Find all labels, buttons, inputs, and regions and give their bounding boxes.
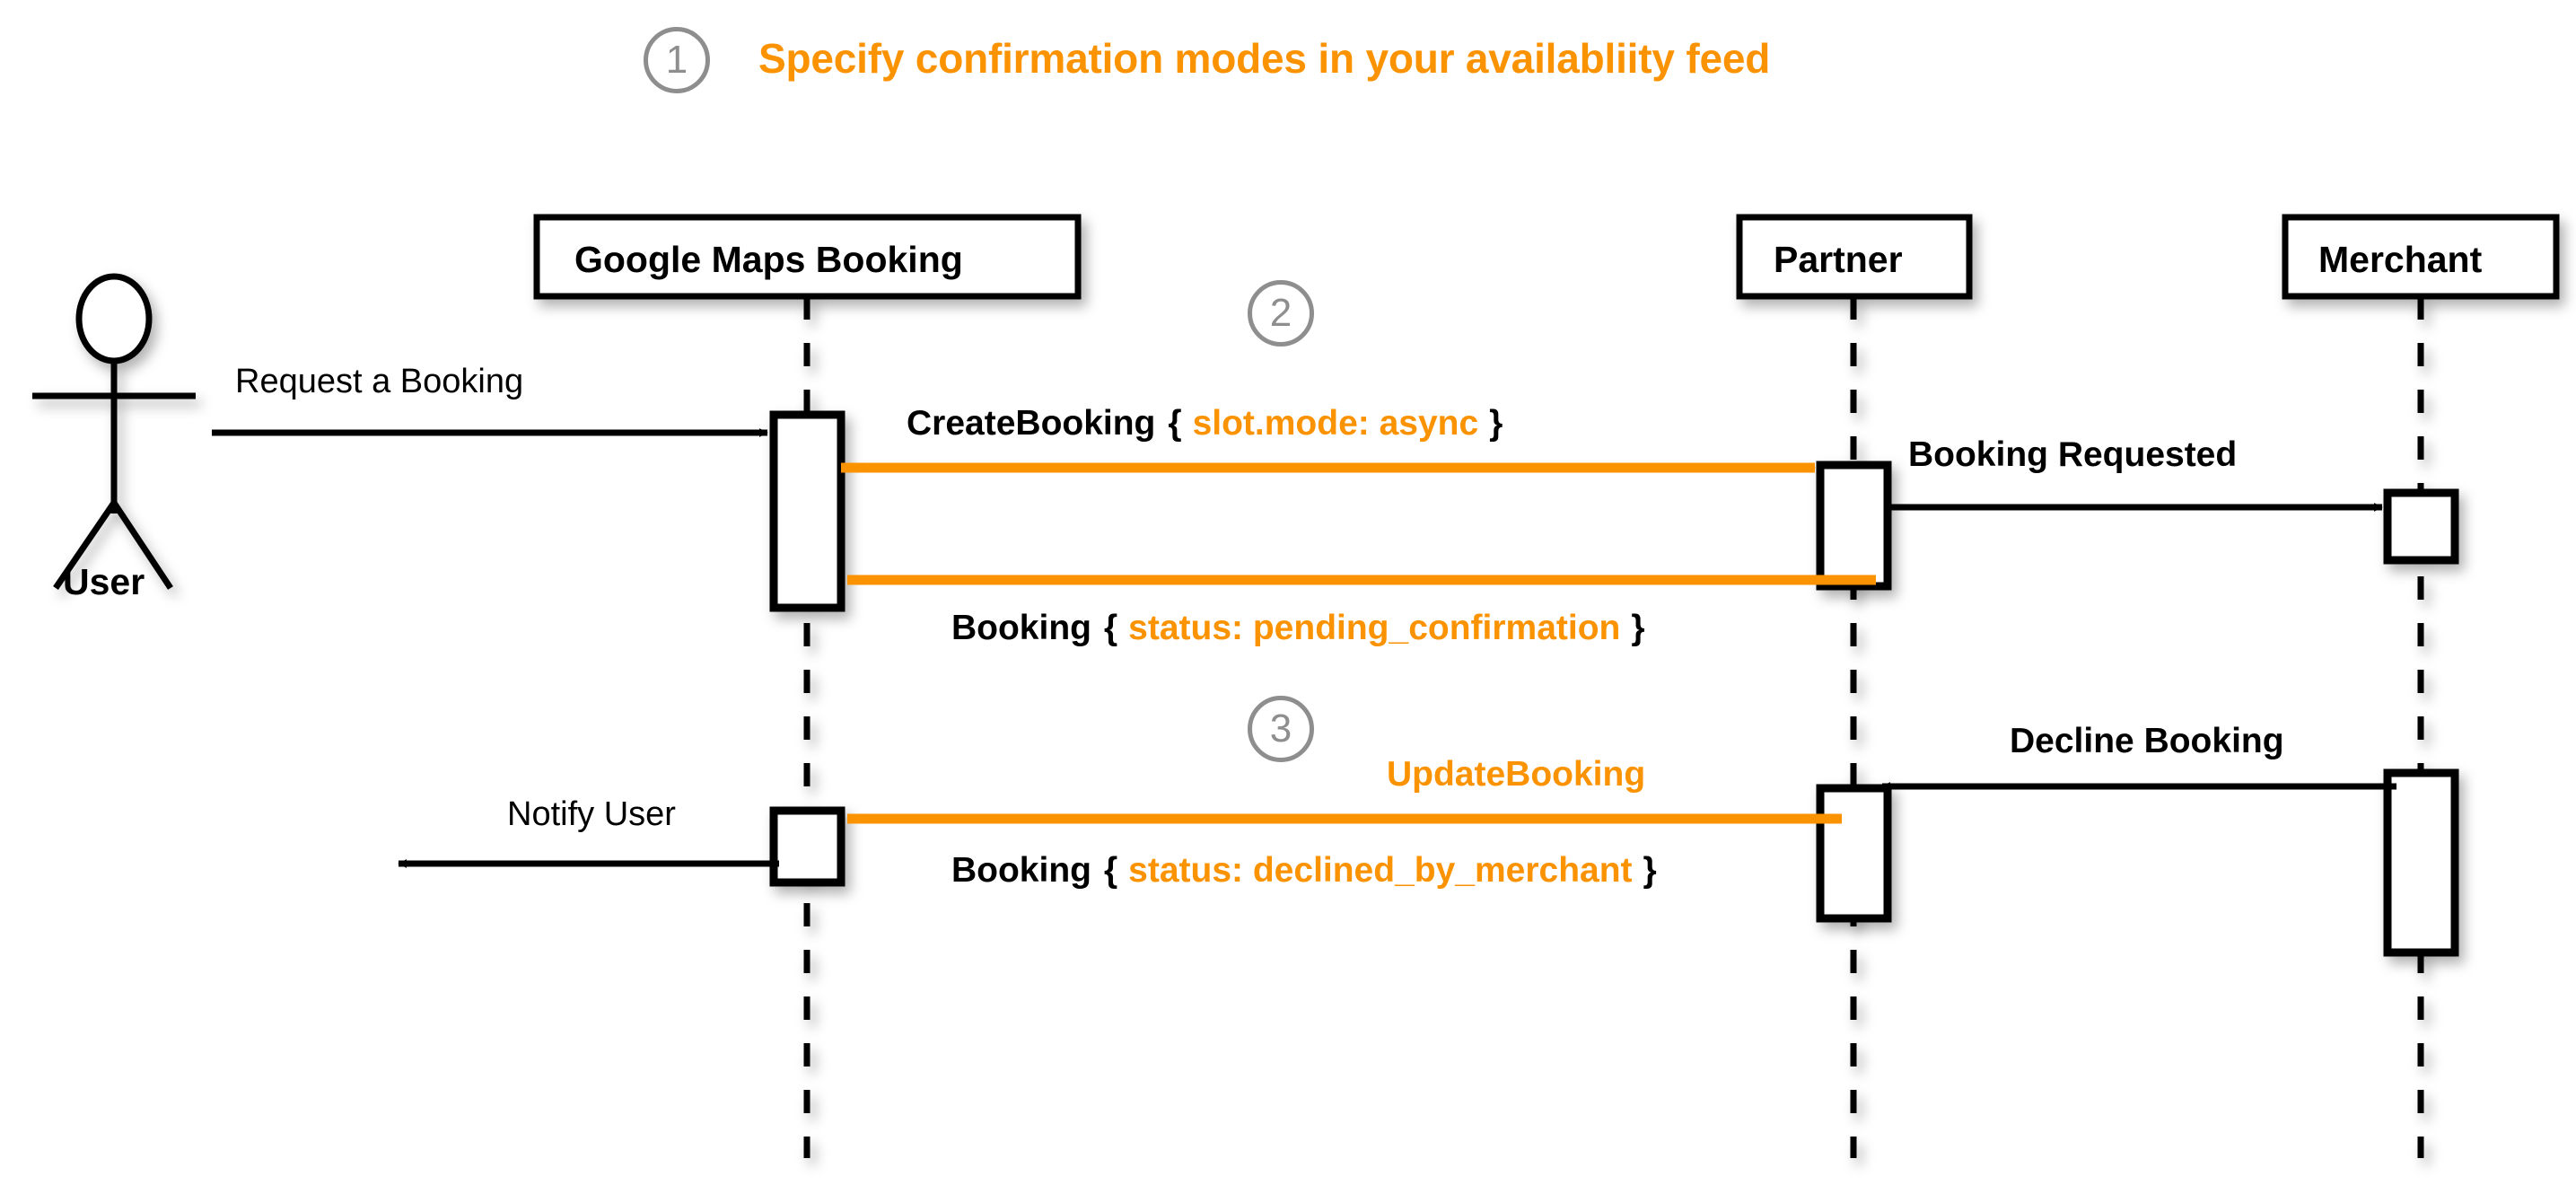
message-label-booking-pending-payload: status: pending_confirmation (1128, 609, 1621, 647)
lifeline-label-merchant-text: Merchant (2318, 239, 2483, 280)
message-label-decline-booking: Decline Booking (2010, 724, 2284, 759)
message-label-create-booking-brace-close: } (1489, 404, 1503, 443)
step-number-3: 3 (1248, 696, 1314, 762)
message-label-notify-user-text: Notify User (507, 795, 676, 833)
step-number-2-label: 2 (1269, 291, 1292, 335)
message-label-booking-pending-name: Booking (951, 609, 1091, 647)
lifeline-label-gmb-text: Google Maps Booking (574, 239, 963, 280)
lifeline-label-gmb: Google Maps Booking (574, 241, 963, 278)
actor-user-figure (32, 273, 196, 590)
message-label-update-booking-text: UpdateBooking (1387, 755, 1646, 794)
message-label-booking-declined-brace-open: { (1103, 851, 1118, 890)
activation-gmb-1 (769, 410, 846, 612)
activation-partner-1 (1816, 461, 1892, 591)
lifeline-label-merchant: Merchant (2318, 241, 2482, 278)
message-label-booking-requested: Booking Requested (1908, 437, 2237, 472)
message-label-booking-declined-payload: status: declined_by_merchant (1128, 851, 1633, 890)
message-label-create-booking: CreateBooking { slot.mode: async} (907, 406, 1503, 441)
lifeline-box-gmb (533, 214, 1082, 300)
page-title-label: Specify confirmation modes in your avail… (758, 35, 1771, 82)
page-title: Specify confirmation modes in your avail… (758, 38, 1770, 79)
step-number-2: 2 (1248, 280, 1314, 347)
lifeline-box-partner (1736, 214, 1973, 300)
activation-partner-2 (1816, 784, 1892, 923)
message-label-notify-user: Notify User (507, 797, 676, 831)
lifeline-box-merchant (2282, 214, 2560, 300)
message-label-update-booking: UpdateBooking (1387, 757, 1645, 792)
message-label-create-booking-name: CreateBooking (907, 404, 1156, 443)
message-label-booking-pending-brace-open: { (1103, 609, 1118, 647)
message-label-request-a-booking-text: Request a Booking (235, 363, 524, 400)
message-label-create-booking-brace-open: { (1168, 404, 1182, 443)
lifeline-label-partner: Partner (1774, 241, 1903, 278)
message-label-decline-booking-text: Decline Booking (2010, 722, 2284, 760)
message-label-request-a-booking: Request a Booking (235, 364, 523, 399)
actor-label-user-text: User (63, 561, 145, 602)
step-number-3-label: 3 (1269, 707, 1292, 750)
lifeline-header-boxes (533, 214, 2560, 300)
message-label-booking-pending-confirmation: Booking { status: pending_confirmation} (951, 610, 1645, 645)
activation-gmb-2 (769, 806, 846, 887)
step-number-1-label: 1 (665, 38, 688, 82)
message-label-booking-requested-text: Booking Requested (1908, 435, 2238, 474)
message-label-booking-pending-brace-close: } (1631, 609, 1645, 647)
activation-merchant-2 (2383, 768, 2459, 957)
step-number-1: 1 (644, 27, 710, 93)
lifeline-label-partner-text: Partner (1774, 239, 1903, 280)
message-label-booking-declined: Booking { status: declined_by_merchant} (951, 853, 1657, 888)
message-label-booking-declined-brace-close: } (1643, 851, 1657, 890)
activation-bars (769, 410, 2459, 957)
message-label-booking-declined-name: Booking (951, 851, 1091, 890)
activation-merchant-1 (2383, 488, 2459, 565)
actor-label-user: User (63, 564, 145, 601)
message-label-create-booking-payload: slot.mode: async (1192, 404, 1479, 443)
